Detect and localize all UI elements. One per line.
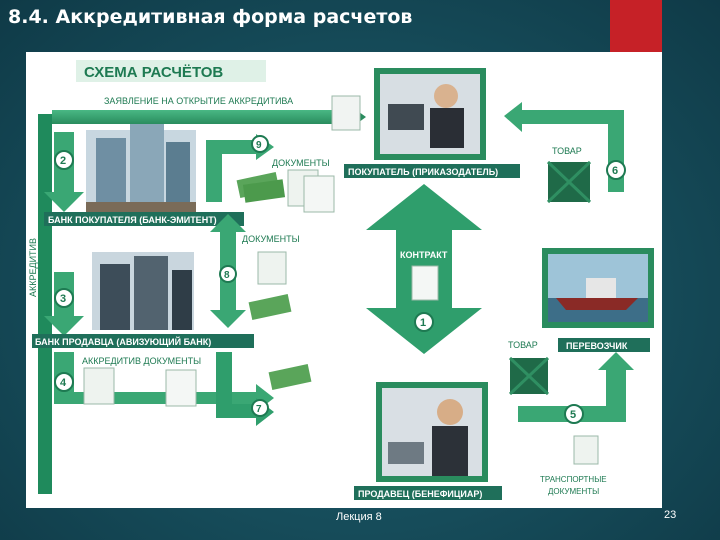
goods-delivery-arrow — [504, 102, 624, 192]
step-3-badge: 3 — [60, 293, 66, 305]
buyer-bank-building-icon — [86, 124, 196, 216]
step-4-badge: 4 — [60, 377, 67, 389]
goods-crate-icon — [508, 356, 550, 396]
step-1-badge: 1 — [420, 317, 426, 329]
page-number: 23 — [664, 509, 677, 521]
seller-photo — [376, 382, 488, 482]
buyer-photo — [374, 68, 486, 160]
contract-document-icon — [411, 265, 439, 301]
documents-mid-label: ДОКУМЕНТЫ — [242, 234, 300, 244]
diagram-heading: СХЕМА РАСЧЁТОВ — [84, 64, 223, 81]
transport-docs-label-line2: ДОКУМЕНТЫ — [548, 487, 599, 496]
goods-crate-icon — [546, 160, 592, 204]
accreditive-docs-label: АККРЕДИТИВ ДОКУМЕНТЫ — [82, 356, 201, 366]
document-icon — [573, 435, 599, 465]
footer-label: Лекция 8 — [336, 511, 382, 523]
step-5-arrow — [518, 352, 634, 422]
step-7-badge: 7 — [256, 404, 262, 415]
application-label: ЗАЯВЛЕНИЕ НА ОТКРЫТИЕ АККРЕДИТИВА — [104, 96, 293, 106]
buyer-label: ПОКУПАТЕЛЬ (ПРИКАЗОДАТЕЛЬ) — [348, 167, 498, 177]
goods-bottom-label: ТОВАР — [508, 340, 538, 350]
seller-label: ПРОДАВЕЦ (БЕНЕФИЦИАР) — [358, 489, 482, 499]
carrier-label: ПЕРЕВОЗЧИК — [566, 341, 628, 351]
document-icon — [257, 251, 287, 285]
step-9-badge: 9 — [256, 140, 262, 151]
documents-top-label: ДОКУМЕНТЫ — [272, 158, 330, 168]
goods-top-label: ТОВАР — [552, 146, 582, 156]
transport-docs-label-line1: ТРАНСПОРТНЫЕ — [540, 475, 607, 484]
step-2-arrow — [44, 132, 84, 212]
buyer-bank-label: БАНК ПОКУПАТЕЛЯ (БАНК-ЭМИТЕНТ) — [48, 215, 217, 225]
accreditive-column — [38, 114, 52, 494]
payment-scheme-diagram: СХЕМА РАСЧЁТОВ АККРЕДИТИВ ЗАЯВЛЕНИЕ НА О… — [26, 52, 662, 508]
contract-label: КОНТРАКТ — [400, 250, 448, 260]
heading-bar — [76, 60, 266, 82]
step-8-badge: 8 — [224, 270, 230, 281]
ship-photo — [542, 248, 654, 328]
money-icon — [248, 294, 292, 320]
step-5-badge: 5 — [570, 409, 576, 421]
step-2-badge: 2 — [60, 155, 66, 167]
seller-bank-building-icon — [92, 252, 194, 330]
accreditive-vertical-label: АККРЕДИТИВ — [28, 238, 38, 297]
step-6-badge: 6 — [612, 165, 618, 177]
document-icon — [287, 95, 361, 213]
money-icon — [236, 172, 286, 203]
seller-bank-label: БАНК ПРОДАВЦА (АВИЗУЮЩИЙ БАНК) — [35, 336, 211, 347]
application-arrow — [52, 110, 352, 124]
money-icon — [268, 364, 312, 390]
slide-title: 8.4. Аккредитивная форма расчетов — [8, 6, 413, 28]
document-icon — [83, 367, 197, 407]
